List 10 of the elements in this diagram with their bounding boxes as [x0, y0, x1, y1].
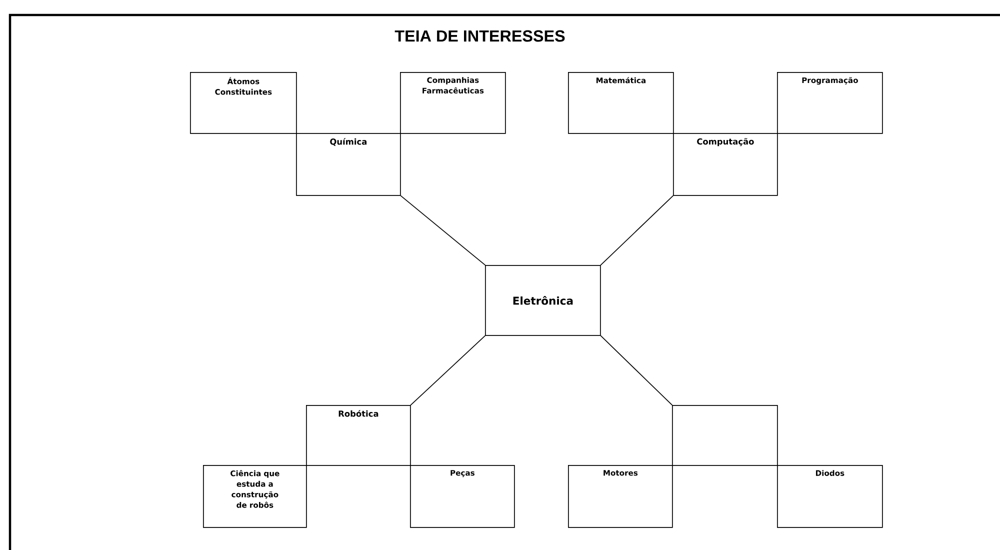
- topic-box: Eletrônica: [485, 264, 601, 336]
- connector-line: [600, 195, 674, 266]
- connector-line: [400, 195, 486, 266]
- connector-line: [410, 335, 486, 406]
- title: TEIA DE INTERESSES: [394, 30, 565, 42]
- empty-box: [672, 404, 778, 466]
- connector-line: [600, 335, 672, 406]
- topic-box: Computação: [673, 132, 778, 196]
- topic-box: Robótica: [306, 404, 411, 466]
- topic-box: Química: [296, 132, 401, 196]
